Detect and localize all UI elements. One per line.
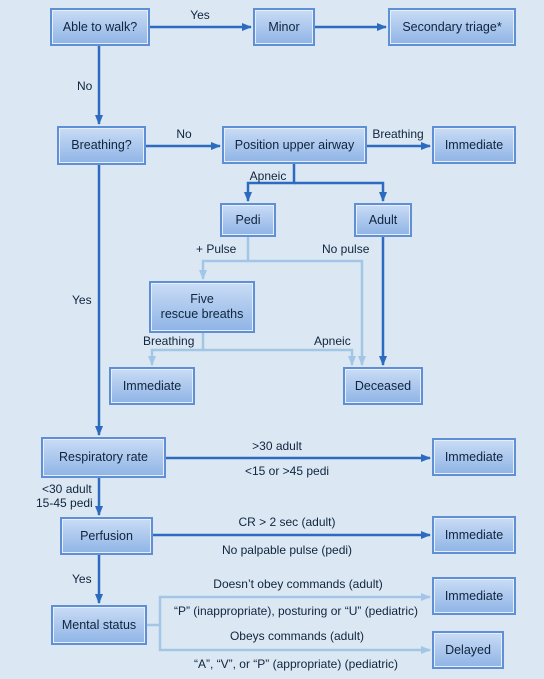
arrow-airway-to-adult [294, 181, 387, 202]
label-avp-appropriate: “A”, “V”, or “P” (appropriate) (pediatri… [193, 657, 399, 671]
label-resp-normal-adult: <30 adult [42, 482, 92, 496]
label-p-inappropriate: “P” (inappropriate), posturing or “U” (p… [173, 604, 419, 618]
label-resp-pedi: <15 or >45 pedi [244, 464, 330, 478]
label-apneic-rescue: Apneic [314, 334, 351, 348]
arrow-pedi-to-rescue [199, 259, 248, 280]
label-no-breathing: No [176, 127, 192, 141]
immediate-box-4: Immediate [432, 516, 516, 554]
five-rescue-line2: rescue breaths [160, 307, 244, 321]
label-breathing-rescue: Breathing [143, 334, 195, 348]
label-yes-breathing: Yes [72, 293, 92, 307]
label-yes-walk: Yes [190, 8, 210, 22]
label-obeys: Obeys commands (adult) [229, 629, 365, 643]
delayed-box: Delayed [432, 631, 504, 669]
arrow-pedi-to-deceased [246, 237, 366, 366]
arrow-rescue-to-deceased [203, 348, 356, 366]
mental-status-box: Mental status [51, 605, 147, 645]
label-no-walk: No [77, 79, 93, 93]
label-resp-adult-high: >30 adult [252, 439, 302, 453]
immediate-box-1: Immediate [432, 126, 516, 164]
label-breathing-airway: Breathing [372, 127, 424, 141]
label-cr-adult: CR > 2 sec (adult) [238, 515, 336, 529]
immediate-box-2: Immediate [109, 367, 195, 405]
adult-box: Adult [354, 203, 412, 237]
arrow-mental-to-immediate [147, 593, 431, 627]
arrow-airway-to-pedi [244, 164, 296, 202]
immediate-box-3: Immediate [432, 438, 516, 476]
arrow-mental-to-delayed [158, 625, 431, 654]
label-no-pulse: No pulse [322, 242, 370, 256]
perfusion-box: Perfusion [60, 517, 153, 555]
five-rescue-breaths-box: Five rescue breaths [149, 281, 255, 333]
deceased-box: Deceased [343, 367, 423, 405]
label-resp-normal-pedi: 15-45 pedi [36, 496, 93, 510]
arrow-rescue-to-immediate [148, 333, 205, 366]
label-yes-perfusion: Yes [72, 572, 92, 586]
label-no-palpable: No palpable pulse (pedi) [221, 543, 353, 557]
pedi-box: Pedi [220, 203, 276, 237]
able-to-walk-box: Able to walk? [50, 8, 150, 46]
five-rescue-line1: Five [190, 292, 214, 306]
respiratory-rate-box: Respiratory rate [41, 437, 166, 478]
immediate-box-5: Immediate [432, 577, 516, 615]
label-apneic-airway: Apneic [249, 169, 287, 183]
label-plus-pulse: + Pulse [196, 242, 237, 256]
position-airway-box: Position upper airway [222, 126, 367, 164]
label-doesnt-obey: Doesn’t obey commands (adult) [213, 577, 383, 591]
minor-box: Minor [253, 8, 315, 46]
breathing-box: Breathing? [57, 126, 146, 165]
secondary-triage-box: Secondary triage* [388, 8, 516, 46]
